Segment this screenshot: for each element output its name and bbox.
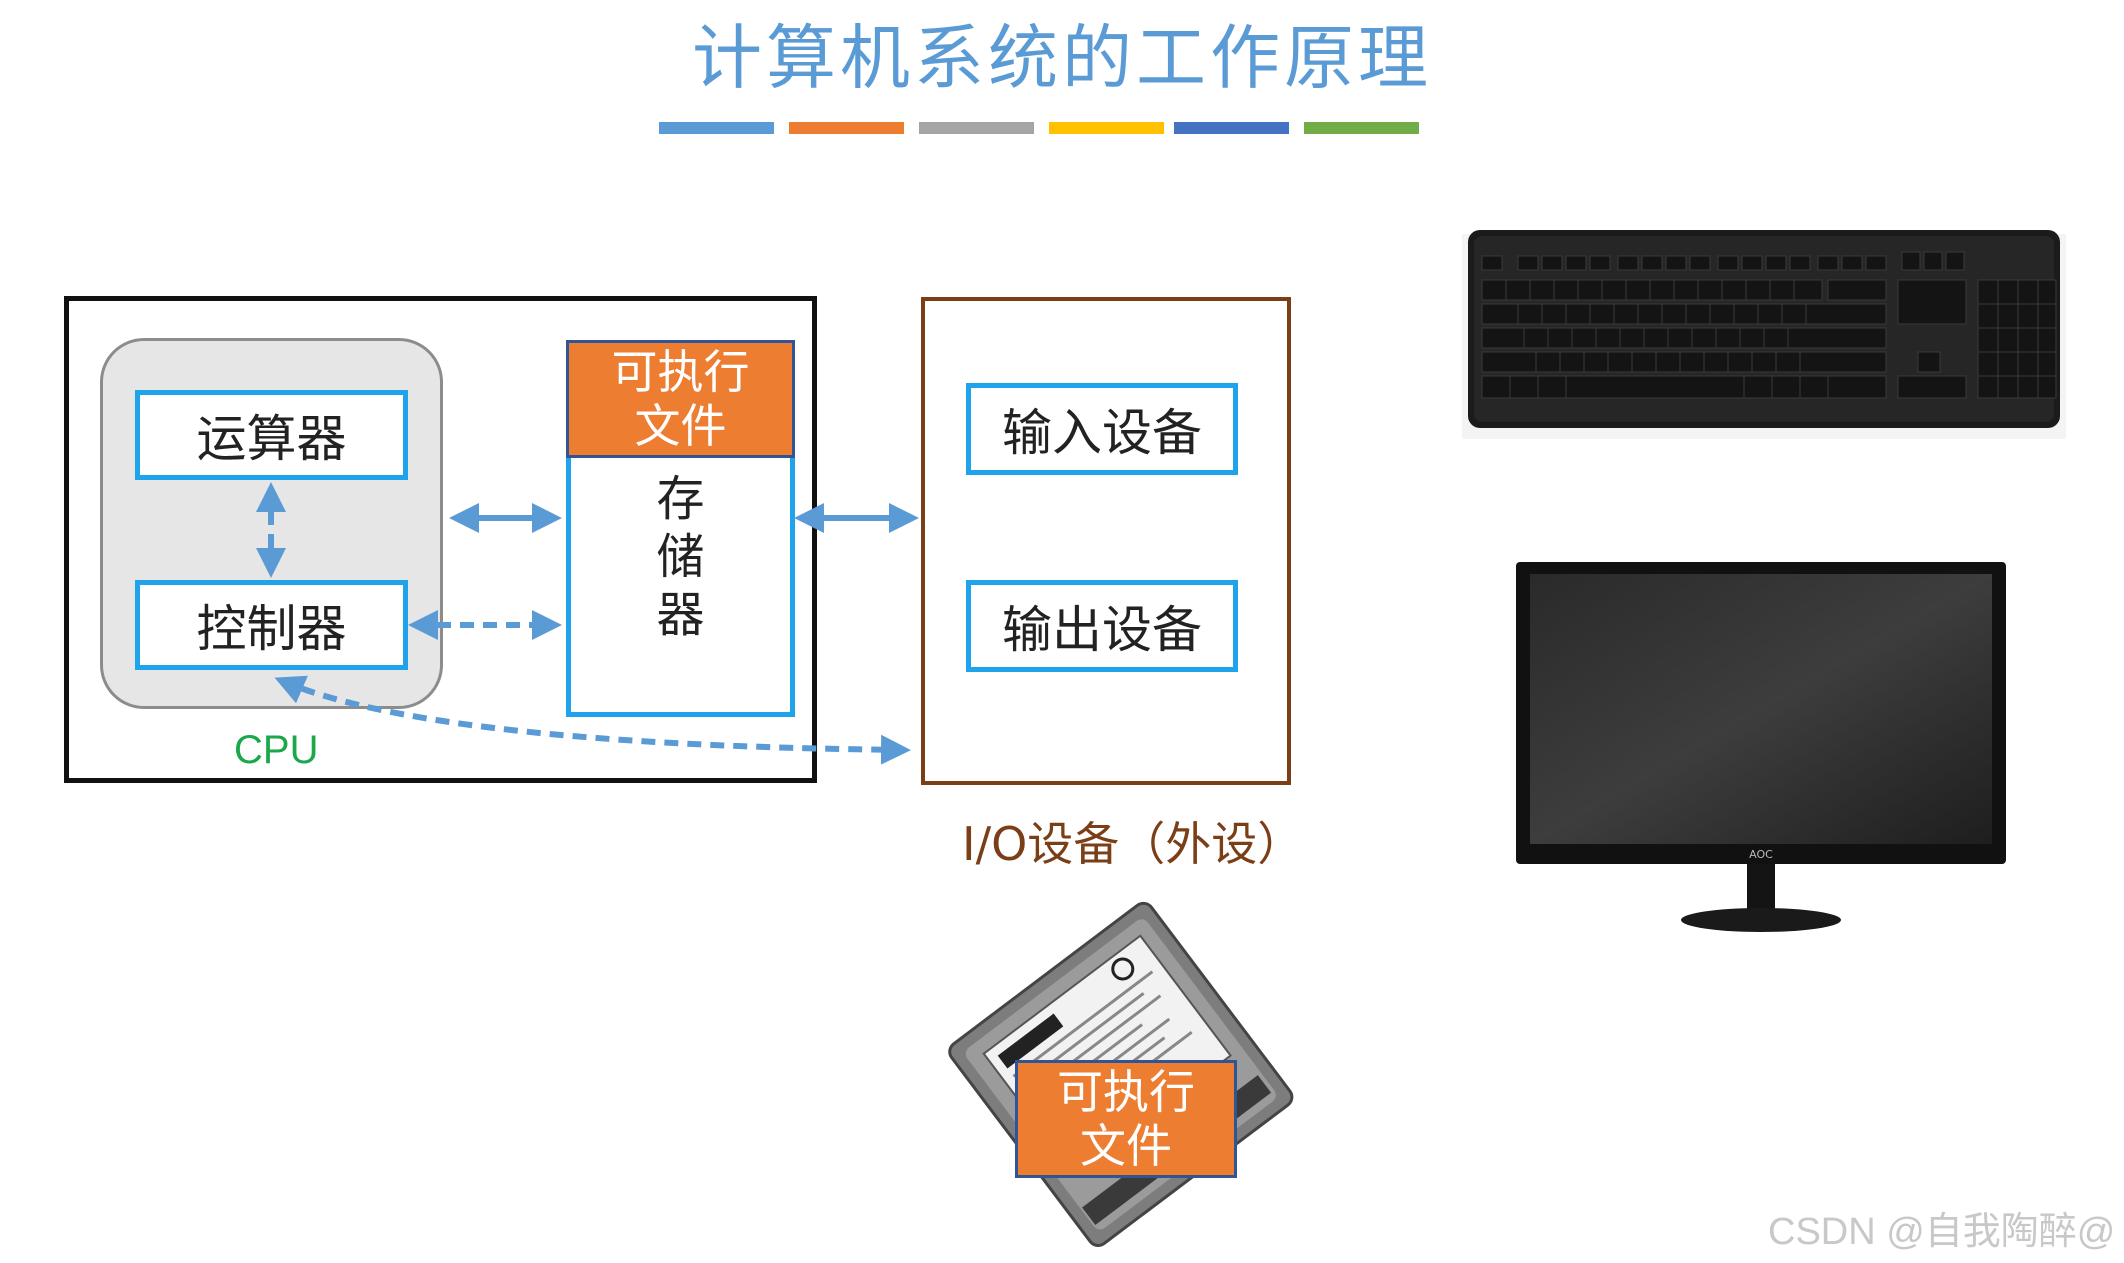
- disk-executable-line1: 可执行: [1057, 1065, 1195, 1119]
- executable-on-disk: 可执行 文件: [1015, 1060, 1237, 1178]
- keyboard-icon: [1458, 208, 2070, 443]
- controller-io-arrow: [280, 680, 905, 750]
- monitor-icon: AOC: [1514, 560, 2010, 932]
- monitor-brand: AOC: [1749, 848, 1773, 861]
- watermark: CSDN @自我陶醉@: [1768, 1200, 2115, 1255]
- disk-executable-line2: 文件: [1080, 1119, 1172, 1173]
